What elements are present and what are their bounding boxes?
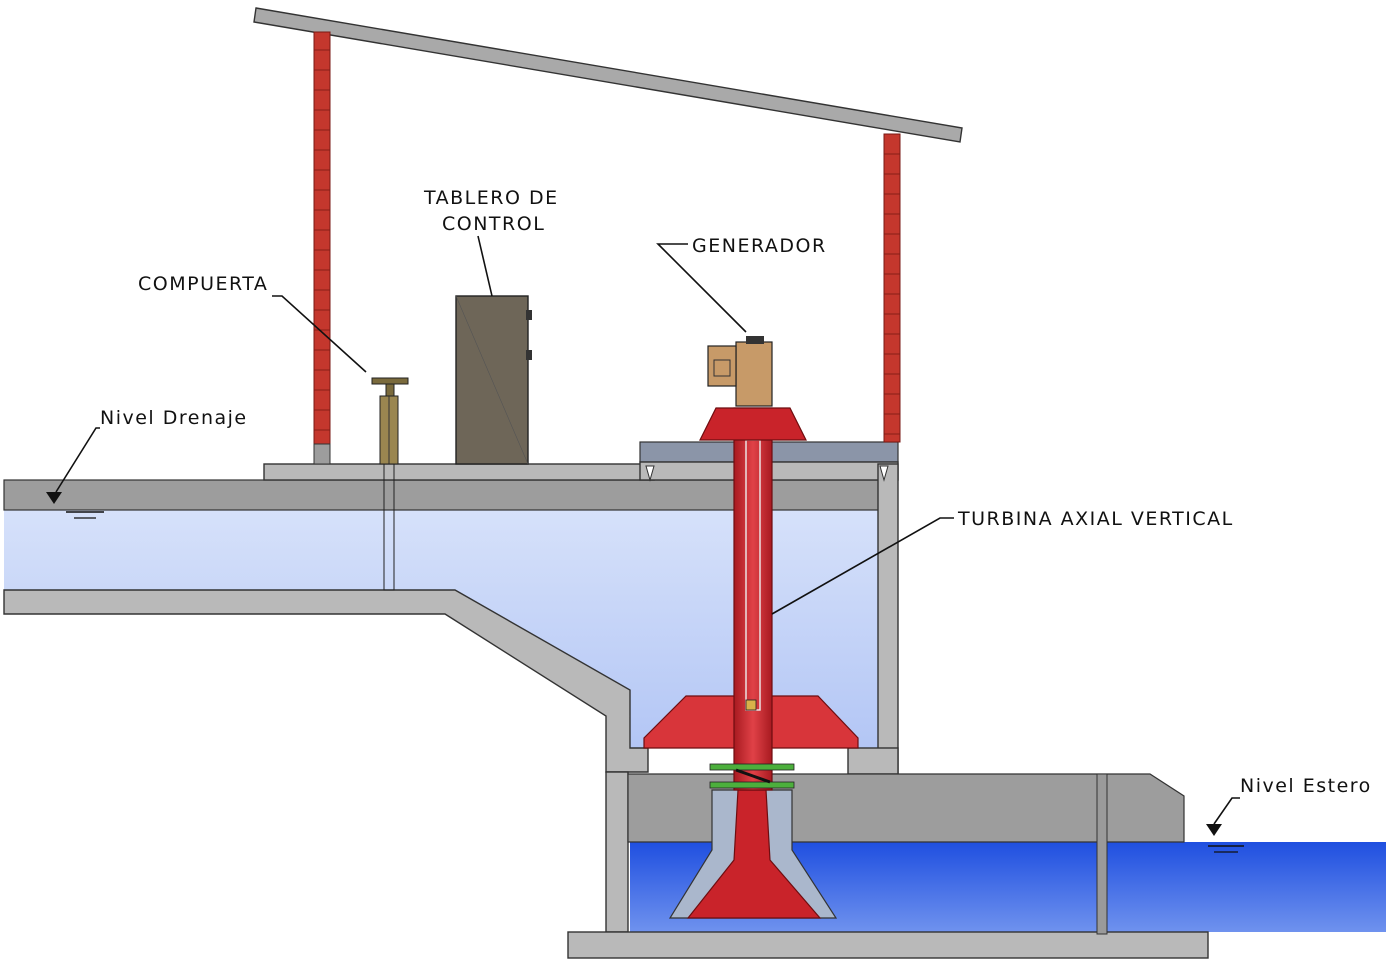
right-brick-column	[883, 133, 901, 443]
left-brick-column	[313, 31, 331, 465]
roof	[253, 7, 963, 143]
intake-bottom-right	[847, 747, 899, 775]
intake-right-wall	[877, 463, 899, 775]
channel-floor	[3, 589, 649, 773]
label-compuerta: COMPUERTA	[138, 273, 268, 295]
label-tablero-line1: TABLERO DE	[423, 187, 559, 209]
nivel-drenaje-marker	[46, 492, 104, 519]
deck-bracket-right	[879, 465, 889, 482]
outlet-pillar	[1096, 773, 1108, 935]
lower-chamber-left-wall	[605, 771, 629, 933]
generator	[707, 336, 773, 407]
runner-blades	[709, 763, 795, 789]
nivel-estero-marker	[1206, 824, 1244, 853]
control-panel-cabinet	[455, 295, 532, 465]
label-nivel-estero: Nivel Estero	[1240, 775, 1372, 797]
label-tablero-line2: CONTROL	[442, 213, 545, 235]
drainage-water	[4, 510, 880, 748]
deck-bracket-left	[645, 465, 655, 482]
label-turbina: TURBINA AXIAL VERTICAL	[957, 508, 1234, 530]
leader-lines	[55, 235, 1240, 825]
left-intake-bell	[643, 695, 737, 749]
floor-slab	[263, 463, 655, 481]
sluice-gate	[371, 377, 409, 591]
generator-flange	[699, 407, 807, 441]
turbine-shaft	[733, 407, 773, 791]
lower-chamber-floor	[567, 931, 1209, 959]
label-generador: GENERADOR	[692, 235, 827, 257]
label-nivel-drenaje: Nivel Drenaje	[100, 407, 248, 429]
